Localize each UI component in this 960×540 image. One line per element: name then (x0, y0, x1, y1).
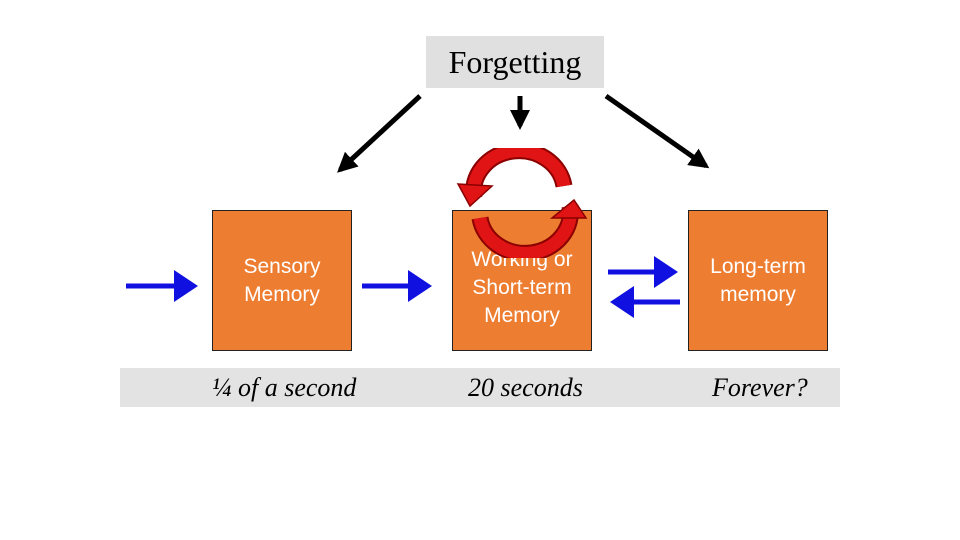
long-term-memory-box: Long-term memory (688, 210, 828, 351)
longterm-line-2: memory (720, 282, 796, 306)
longterm-to-working-arrow (610, 286, 680, 318)
sensory-line-1: Sensory (243, 254, 321, 278)
longterm-line-1: Long-term (710, 254, 806, 278)
forget-arrow-sensory (337, 94, 422, 173)
sensory-memory-box: Sensory Memory (212, 210, 352, 351)
working-line-2: Short-term (472, 275, 572, 299)
flow-arrows (126, 256, 680, 318)
forget-arrow-longterm (604, 93, 710, 169)
circular-arrows-icon (456, 148, 588, 258)
input-arrow (126, 270, 198, 302)
working-to-longterm-arrow (608, 256, 678, 288)
forgetting-label: Forgetting (426, 36, 604, 88)
duration-band (120, 368, 840, 407)
forgetting-arrows (337, 93, 710, 173)
longterm-duration: Forever? (712, 373, 808, 402)
sensory-line-2: Memory (244, 282, 320, 306)
working-duration: 20 seconds (468, 373, 583, 402)
sensory-to-working-arrow (362, 270, 432, 302)
working-line-3: Memory (484, 303, 560, 327)
sensory-duration: ¼ of a second (212, 373, 357, 402)
